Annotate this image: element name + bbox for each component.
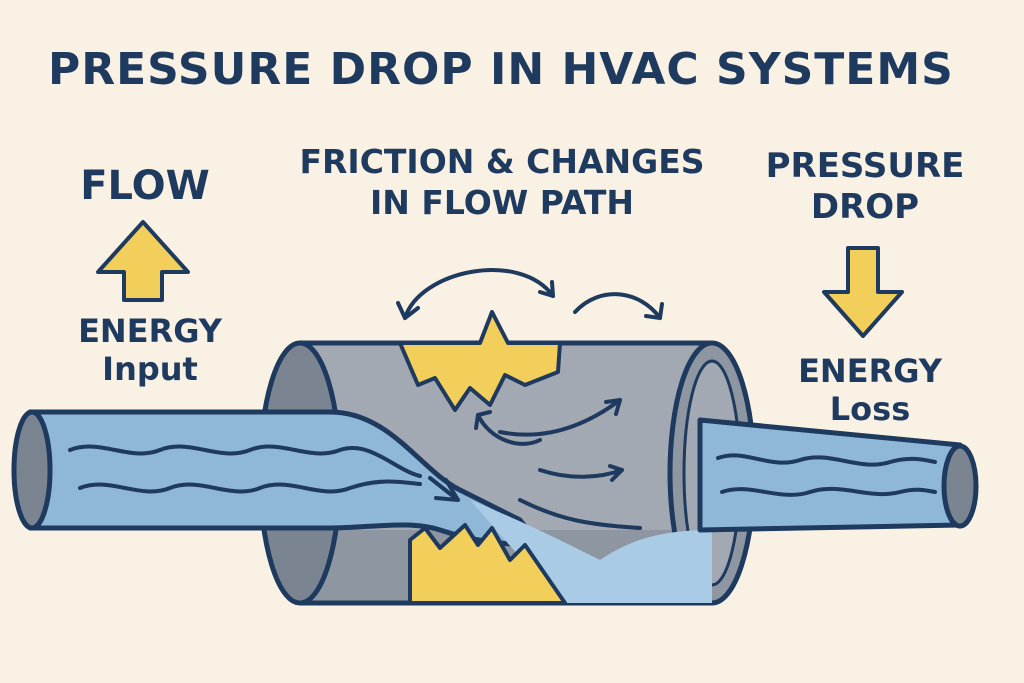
arrow-up-icon	[96, 220, 190, 302]
inlet-pipe	[11, 409, 543, 548]
flow-label: FLOW	[80, 163, 210, 209]
arrow-down-icon	[822, 246, 904, 338]
friction-label: FRICTION & CHANGES IN FLOW PATH	[292, 142, 712, 223]
curved-arrows-top	[396, 268, 664, 320]
pressure-drop-label: PRESSURE DROP	[745, 146, 985, 228]
friction-label-line1: FRICTION & CHANGES	[299, 142, 705, 181]
friction-jag-bottom	[408, 523, 567, 605]
energy-input-line1: ENERGY	[78, 312, 222, 350]
outlet-pipe	[697, 417, 979, 533]
page-title: PRESSURE DROP IN HVAC SYSTEMS	[48, 44, 954, 95]
friction-label-line2: IN FLOW PATH	[370, 182, 634, 222]
pressure-drop-line1: PRESSURE	[765, 146, 965, 186]
pressure-drop-line2: DROP	[810, 186, 920, 227]
energy-loss-line1: ENERGY	[798, 352, 942, 390]
energy-input-label: ENERGY Input	[40, 312, 260, 389]
energy-loss-line2: Loss	[829, 390, 911, 429]
chamber-flow	[470, 498, 712, 603]
energy-input-line2: Input	[102, 350, 198, 389]
energy-loss-label: ENERGY Loss	[760, 352, 980, 429]
friction-jag-top	[398, 310, 562, 412]
turbulence-arrows	[474, 398, 624, 482]
